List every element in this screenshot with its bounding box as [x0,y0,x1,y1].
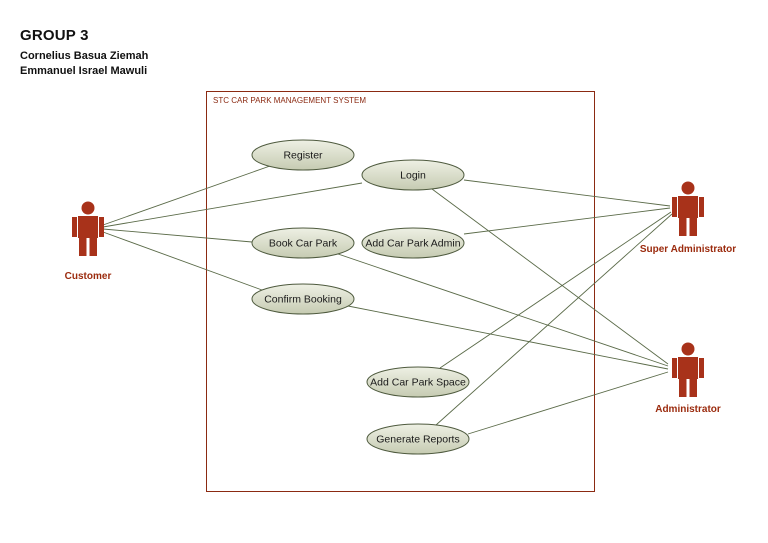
usecase-confirm-booking[interactable]: Confirm Booking [251,283,355,315]
usecase-generate-reports[interactable]: Generate Reports [366,423,470,455]
usecase-confirm-label: Confirm Booking [264,294,342,306]
actor-super-administrator[interactable]: Super Administrator [640,181,736,256]
associations [102,165,673,435]
assoc-login-superadmin [463,179,671,207]
assoc-reports-admin [467,371,669,435]
assoc-addspace-superadmin [439,211,672,369]
assoc-login-admin [431,188,669,365]
usecase-book-label: Book Car Park [269,238,338,250]
usecase-add-car-park-admin[interactable]: Add Car Park Admin [361,227,465,259]
group-title: GROUP 3 [20,27,89,44]
usecase-register-label: Register [283,150,323,162]
admin-figure-icon [672,342,704,397]
actor-customer-label: Customer [65,271,112,282]
usecase-login-label: Login [400,170,426,182]
assoc-customer-login [102,182,363,228]
assoc-addadmin-superadmin [463,207,671,235]
system-boundary [206,91,595,492]
usecase-add-car-park-space[interactable]: Add Car Park Space [366,366,470,398]
assoc-book-admin [337,253,669,367]
system-label: STC CAR PARK MANAGEMENT SYSTEM [213,96,366,105]
member-name-1: Cornelius Basua Ziemah [20,50,149,62]
actor-admin-label: Administrator [655,404,721,415]
usecase-login[interactable]: Login [361,159,465,191]
usecase-reports-label: Generate Reports [376,434,459,446]
usecase-book-car-park[interactable]: Book Car Park [251,227,355,259]
actor-administrator[interactable]: Administrator [655,342,721,416]
usecase-add-space-label: Add Car Park Space [370,377,466,389]
actor-customer[interactable]: Customer [65,201,112,283]
assoc-reports-superadmin [435,213,673,426]
actor-super-admin-label: Super Administrator [640,244,736,255]
assoc-customer-book [102,228,253,243]
customer-figure-icon [72,201,104,256]
header: GROUP 3 Cornelius Basua Ziemah Emmanuel … [20,27,148,79]
assoc-customer-register [102,165,271,226]
usecase-register[interactable]: Register [251,139,355,171]
assoc-confirm-admin [347,305,669,370]
assoc-customer-confirm [102,231,263,291]
usecase-add-admin-label: Add Car Park Admin [365,238,460,250]
member-name-2: Emmanuel Israel Mawuli [20,65,148,77]
super-admin-figure-icon [672,181,704,236]
